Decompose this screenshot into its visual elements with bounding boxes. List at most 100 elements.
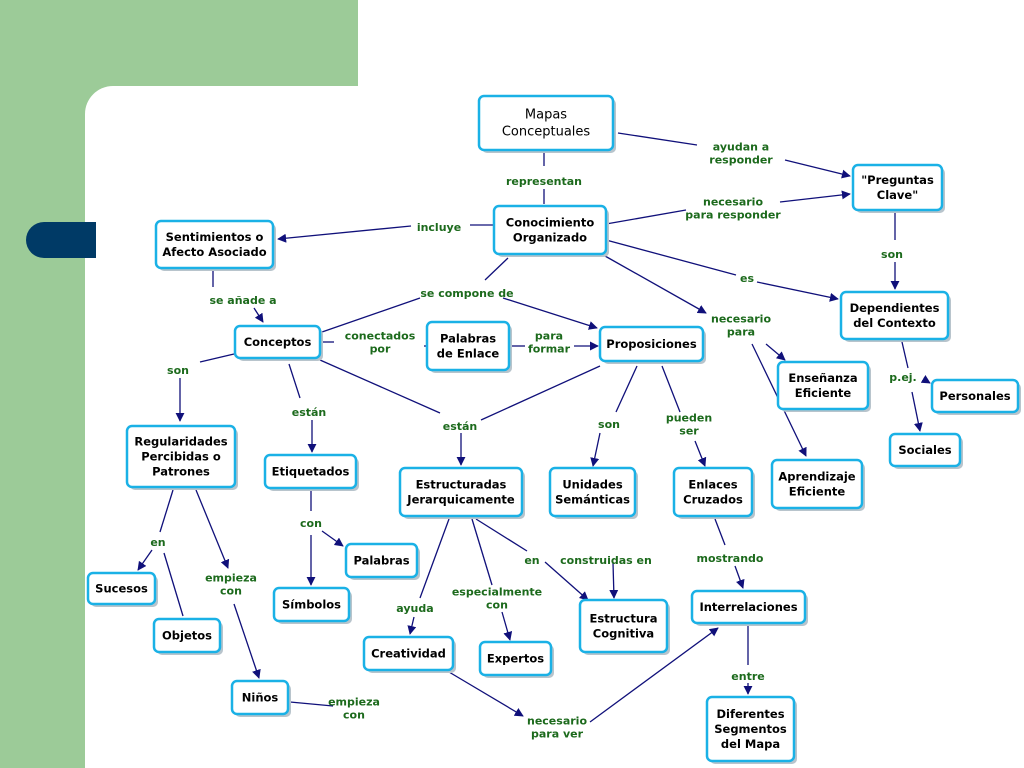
concept-node-sucesos[interactable]: Sucesos <box>86 571 158 607</box>
link-label-mostrando: mostrando <box>697 552 764 565</box>
node-label-line: Eficiente <box>789 485 846 499</box>
concept-node-ninos[interactable]: Niños <box>230 679 291 717</box>
link-label-line: pueden <box>666 412 712 425</box>
connection-arrow <box>321 530 344 547</box>
link-label-line: es <box>740 272 754 285</box>
link-label-line: con <box>220 585 242 598</box>
connection-arrow <box>419 518 450 599</box>
node-box <box>263 453 358 490</box>
concept-node-palabras[interactable]: Palabras <box>344 542 420 580</box>
link-label-line: para <box>535 330 563 343</box>
link-label-incluye: incluye <box>417 221 461 234</box>
node-label-line: de Enlace <box>437 347 500 361</box>
link-label-construidas-en: construidas en <box>560 554 652 567</box>
concept-node-conceptos[interactable]: Conceptos <box>233 324 323 361</box>
link-label-line: necesario <box>703 196 763 209</box>
link-label-line: se compone de <box>420 287 513 300</box>
node-box <box>86 571 157 606</box>
node-label-line: Conocimiento <box>506 216 595 230</box>
concept-node-expertos[interactable]: Expertos <box>478 640 554 678</box>
node-label-line: Objetos <box>162 629 212 643</box>
node-box <box>152 617 222 654</box>
concept-node-creatividad[interactable]: Creatividad <box>362 635 456 673</box>
connection-arrow <box>448 671 524 717</box>
node-label-line: Organizado <box>513 231 587 245</box>
node-label-line: Conceptos <box>244 335 312 349</box>
node-label-line: Enseñanza <box>788 371 857 385</box>
connection-arrow <box>501 611 513 641</box>
node-label-line: Eficiente <box>795 386 852 400</box>
node-box <box>705 695 796 763</box>
connection-arrow <box>475 518 528 552</box>
link-label-line: están <box>292 406 327 419</box>
node-label-line: Percibidas o <box>141 450 221 464</box>
link-label-line: conectados <box>345 330 416 343</box>
node-label-line: Segmentos <box>714 722 787 736</box>
link-label-estan-est: están <box>443 420 478 433</box>
node-box <box>578 598 669 654</box>
node-box <box>770 458 864 510</box>
node-box <box>548 466 637 518</box>
connection-arrow <box>920 374 931 384</box>
slide-accent-tab <box>26 222 96 258</box>
concept-node-personales[interactable]: Personales <box>930 378 1021 415</box>
link-label-line: necesario <box>711 313 771 326</box>
connection-arrow <box>765 343 786 361</box>
link-label-representan: representan <box>506 175 582 188</box>
concept-node-interrelaciones[interactable]: Interrelaciones <box>690 589 808 626</box>
connection-arrow <box>784 159 851 179</box>
node-label-line: Estructura <box>590 612 658 626</box>
concept-node-objetos[interactable]: Objetos <box>152 617 223 655</box>
link-label-line: en <box>150 536 165 549</box>
link-label-line: incluye <box>417 221 461 234</box>
node-box <box>272 586 351 623</box>
node-box <box>598 325 705 363</box>
node-label-line: Estructuradas <box>416 478 507 492</box>
connection-arrow <box>289 701 334 707</box>
node-label-line: del Mapa <box>721 737 780 751</box>
node-box <box>690 589 807 625</box>
connection-arrow <box>615 365 638 413</box>
link-label-line: ayudan a <box>713 141 769 154</box>
node-box <box>425 320 511 372</box>
link-label-en-suc: en <box>150 536 165 549</box>
node-box <box>888 432 962 468</box>
node-box <box>672 466 754 518</box>
concept-node-proposiciones[interactable]: Proposiciones <box>598 325 706 364</box>
concept-node-etiquetados[interactable]: Etiquetados <box>263 453 359 491</box>
link-label-con: con <box>300 517 322 530</box>
link-label-line: responder <box>709 154 773 167</box>
link-label-line: en <box>524 554 539 567</box>
link-label-line: con <box>343 709 365 722</box>
concept-node-simbolos[interactable]: Símbolos <box>272 586 352 624</box>
node-label-line: Símbolos <box>282 598 341 612</box>
connection-arrow <box>137 549 153 571</box>
link-label-line: para responder <box>685 209 781 222</box>
node-box <box>230 679 290 716</box>
link-label-son-reg: son <box>167 364 189 377</box>
link-label-line: ser <box>679 425 699 438</box>
node-label-line: Niños <box>242 691 279 705</box>
connection-arrow <box>502 297 598 330</box>
node-label-line: Creatividad <box>371 647 446 661</box>
concept-node-sociales[interactable]: Sociales <box>888 432 963 469</box>
